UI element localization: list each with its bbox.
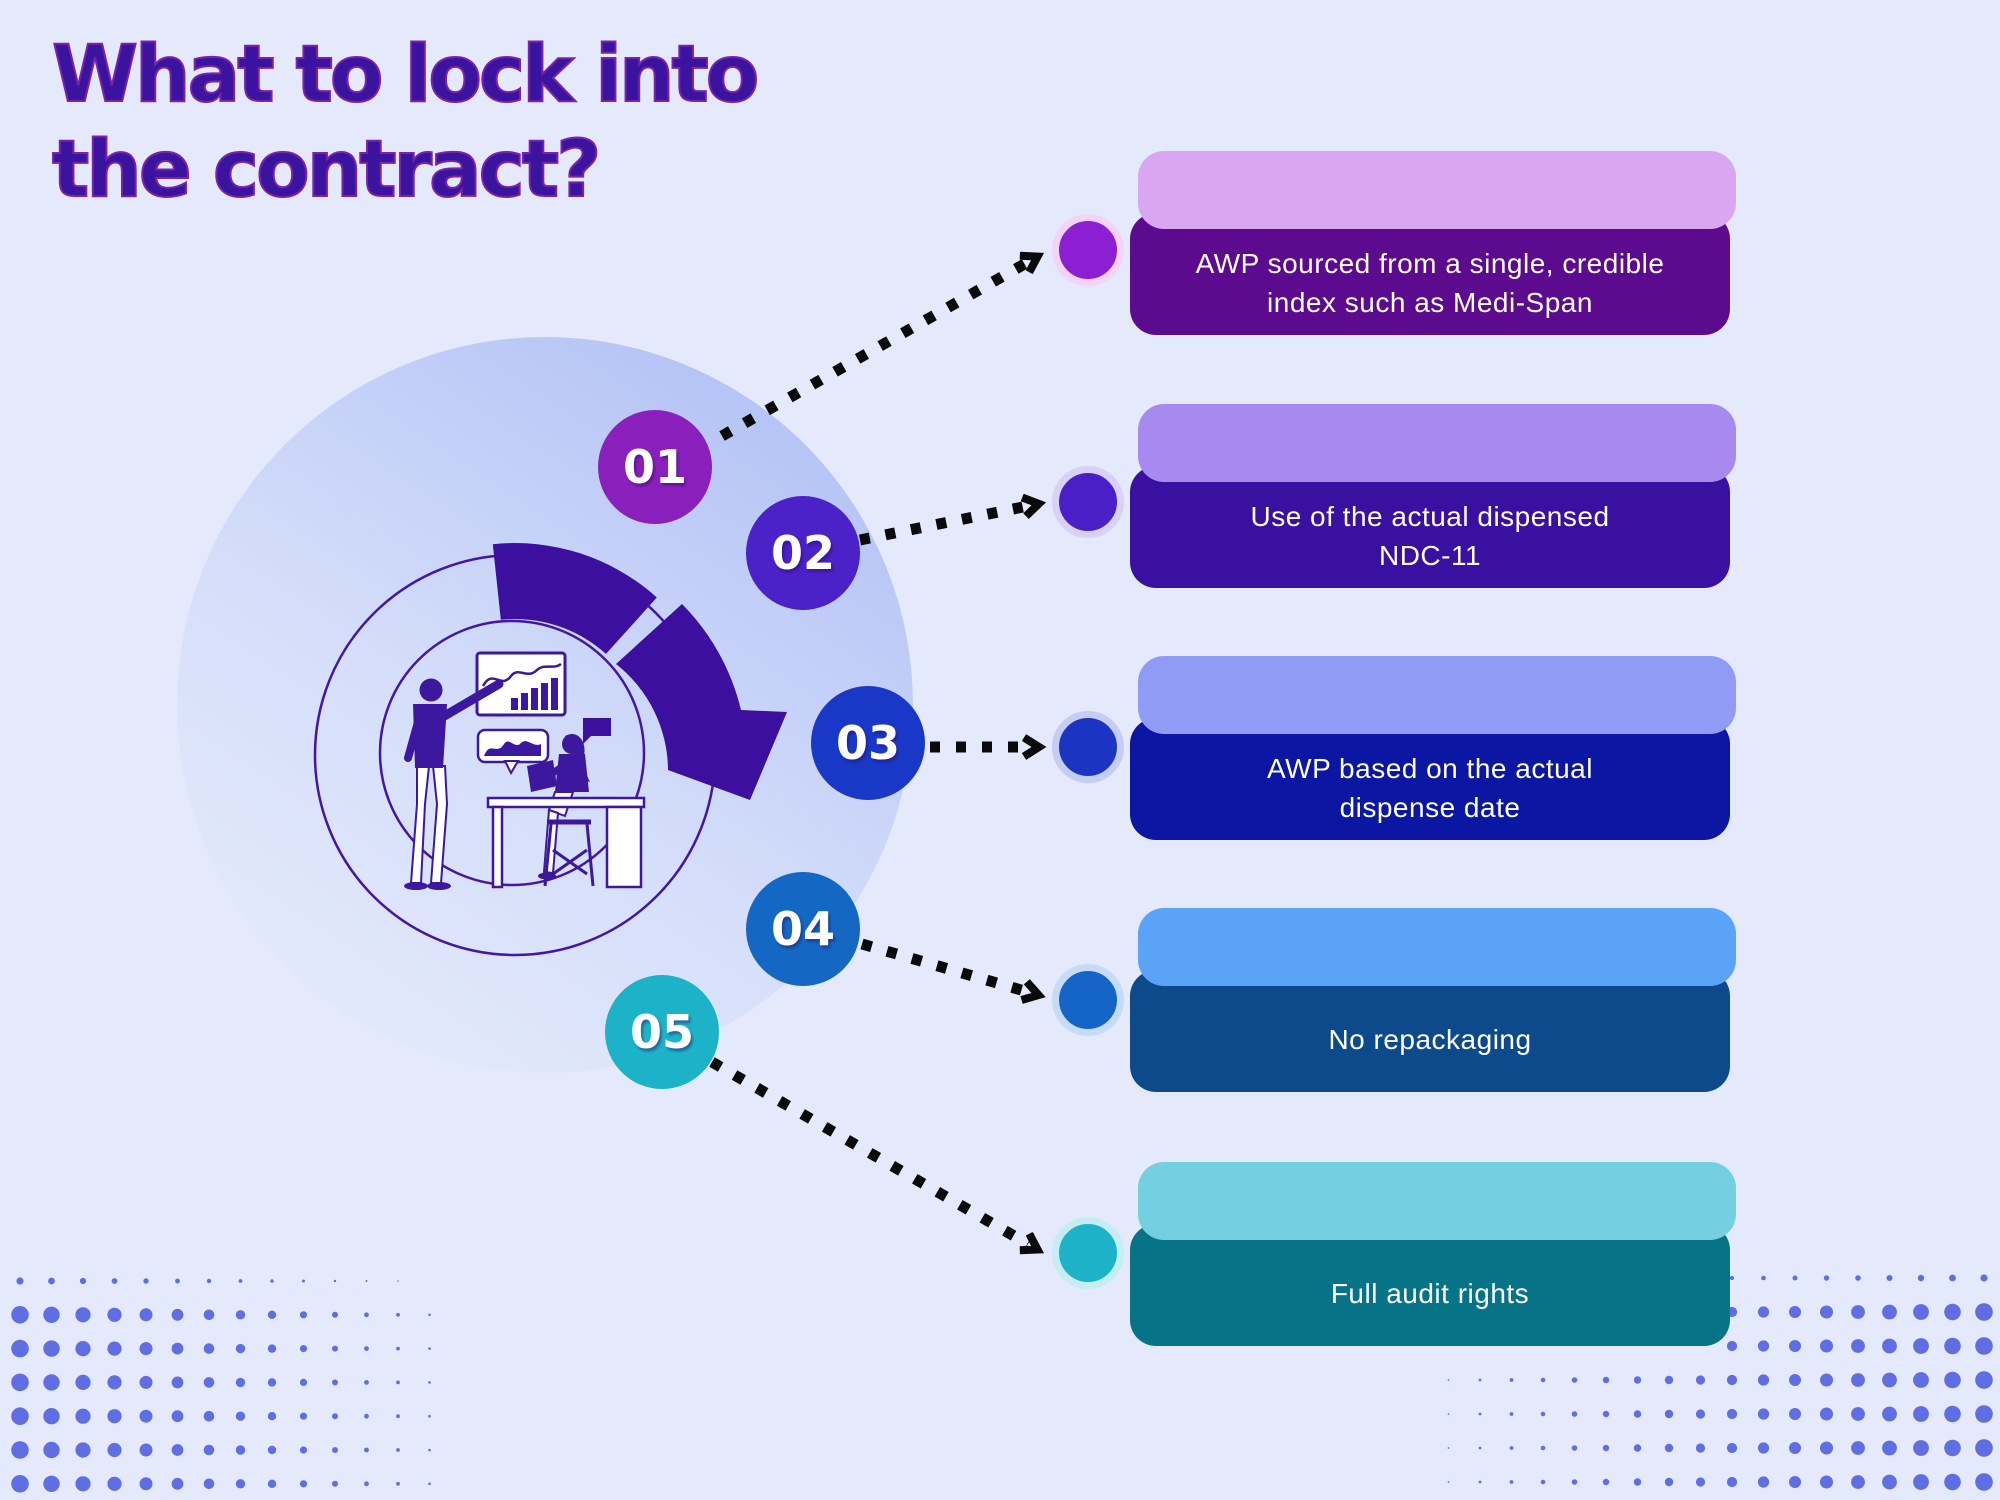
connector-dot-03 <box>1052 711 1124 783</box>
step-circle-02: 02 <box>746 496 860 610</box>
page-title-line-1: What to lock into <box>51 29 760 121</box>
inner-gauge-ring <box>378 619 646 887</box>
card-body: Full audit rights <box>1130 1224 1730 1346</box>
card-body: AWP sourced from a single, credible inde… <box>1130 213 1730 335</box>
card-text-line: No repackaging <box>1328 1024 1532 1056</box>
gauge-segment-arrow <box>616 604 787 800</box>
step-circle-04: 04 <box>746 872 860 986</box>
card-text-line: Full audit rights <box>1330 1278 1530 1310</box>
desk <box>486 796 646 889</box>
card-header <box>1138 151 1736 229</box>
connector-dot-05 <box>1052 1217 1124 1289</box>
wave-chart-bubble <box>476 728 550 776</box>
page-title: What to lock into the contract? <box>51 28 1012 218</box>
step-number: 03 <box>835 716 900 770</box>
step-circle-01: 01 <box>598 410 712 524</box>
step-card-01: AWP sourced from a single, credible inde… <box>1130 151 1736 335</box>
connector-dot-04 <box>1052 964 1124 1036</box>
step-number: 04 <box>770 902 835 956</box>
chart-board <box>475 651 567 717</box>
card-text-line: AWP based on the actual <box>1267 752 1593 784</box>
connector-dot-01 <box>1052 214 1124 286</box>
step-circle-05: 05 <box>605 975 719 1089</box>
page-title-line-2: the contract? <box>51 124 602 216</box>
card-header <box>1138 404 1736 482</box>
step-card-02: Use of the actual dispensed NDC-11 <box>1130 404 1736 588</box>
chat-bubble <box>583 718 611 744</box>
gauge-segment-top <box>492 543 657 654</box>
step-circle-03: 03 <box>811 686 925 800</box>
presenter-figure <box>404 678 504 890</box>
step-number: 01 <box>622 440 687 494</box>
connector-dot-02 <box>1052 466 1124 538</box>
card-body: No repackaging <box>1130 970 1730 1092</box>
card-text-line: AWP sourced from a single, credible <box>1195 247 1665 279</box>
step-number: 05 <box>629 1005 694 1059</box>
card-text-line: dispense date <box>1339 792 1521 823</box>
step-card-05: Full audit rights <box>1130 1162 1736 1346</box>
step-card-03: AWP based on the actual dispense date <box>1130 656 1736 840</box>
analytics-illustration <box>177 337 913 1073</box>
step-number: 02 <box>770 526 835 580</box>
card-header <box>1138 656 1736 734</box>
card-body: AWP based on the actual dispense date <box>1130 718 1730 840</box>
card-body: Use of the actual dispensed NDC-11 <box>1130 466 1730 588</box>
card-text-line: Use of the actual dispensed <box>1250 500 1610 532</box>
card-header <box>1138 908 1736 986</box>
card-header <box>1138 1162 1736 1240</box>
step-card-04: No repackaging <box>1130 908 1736 1092</box>
card-text-line: index such as Medi-Span <box>1267 287 1593 318</box>
card-text-line: NDC-11 <box>1378 540 1482 571</box>
